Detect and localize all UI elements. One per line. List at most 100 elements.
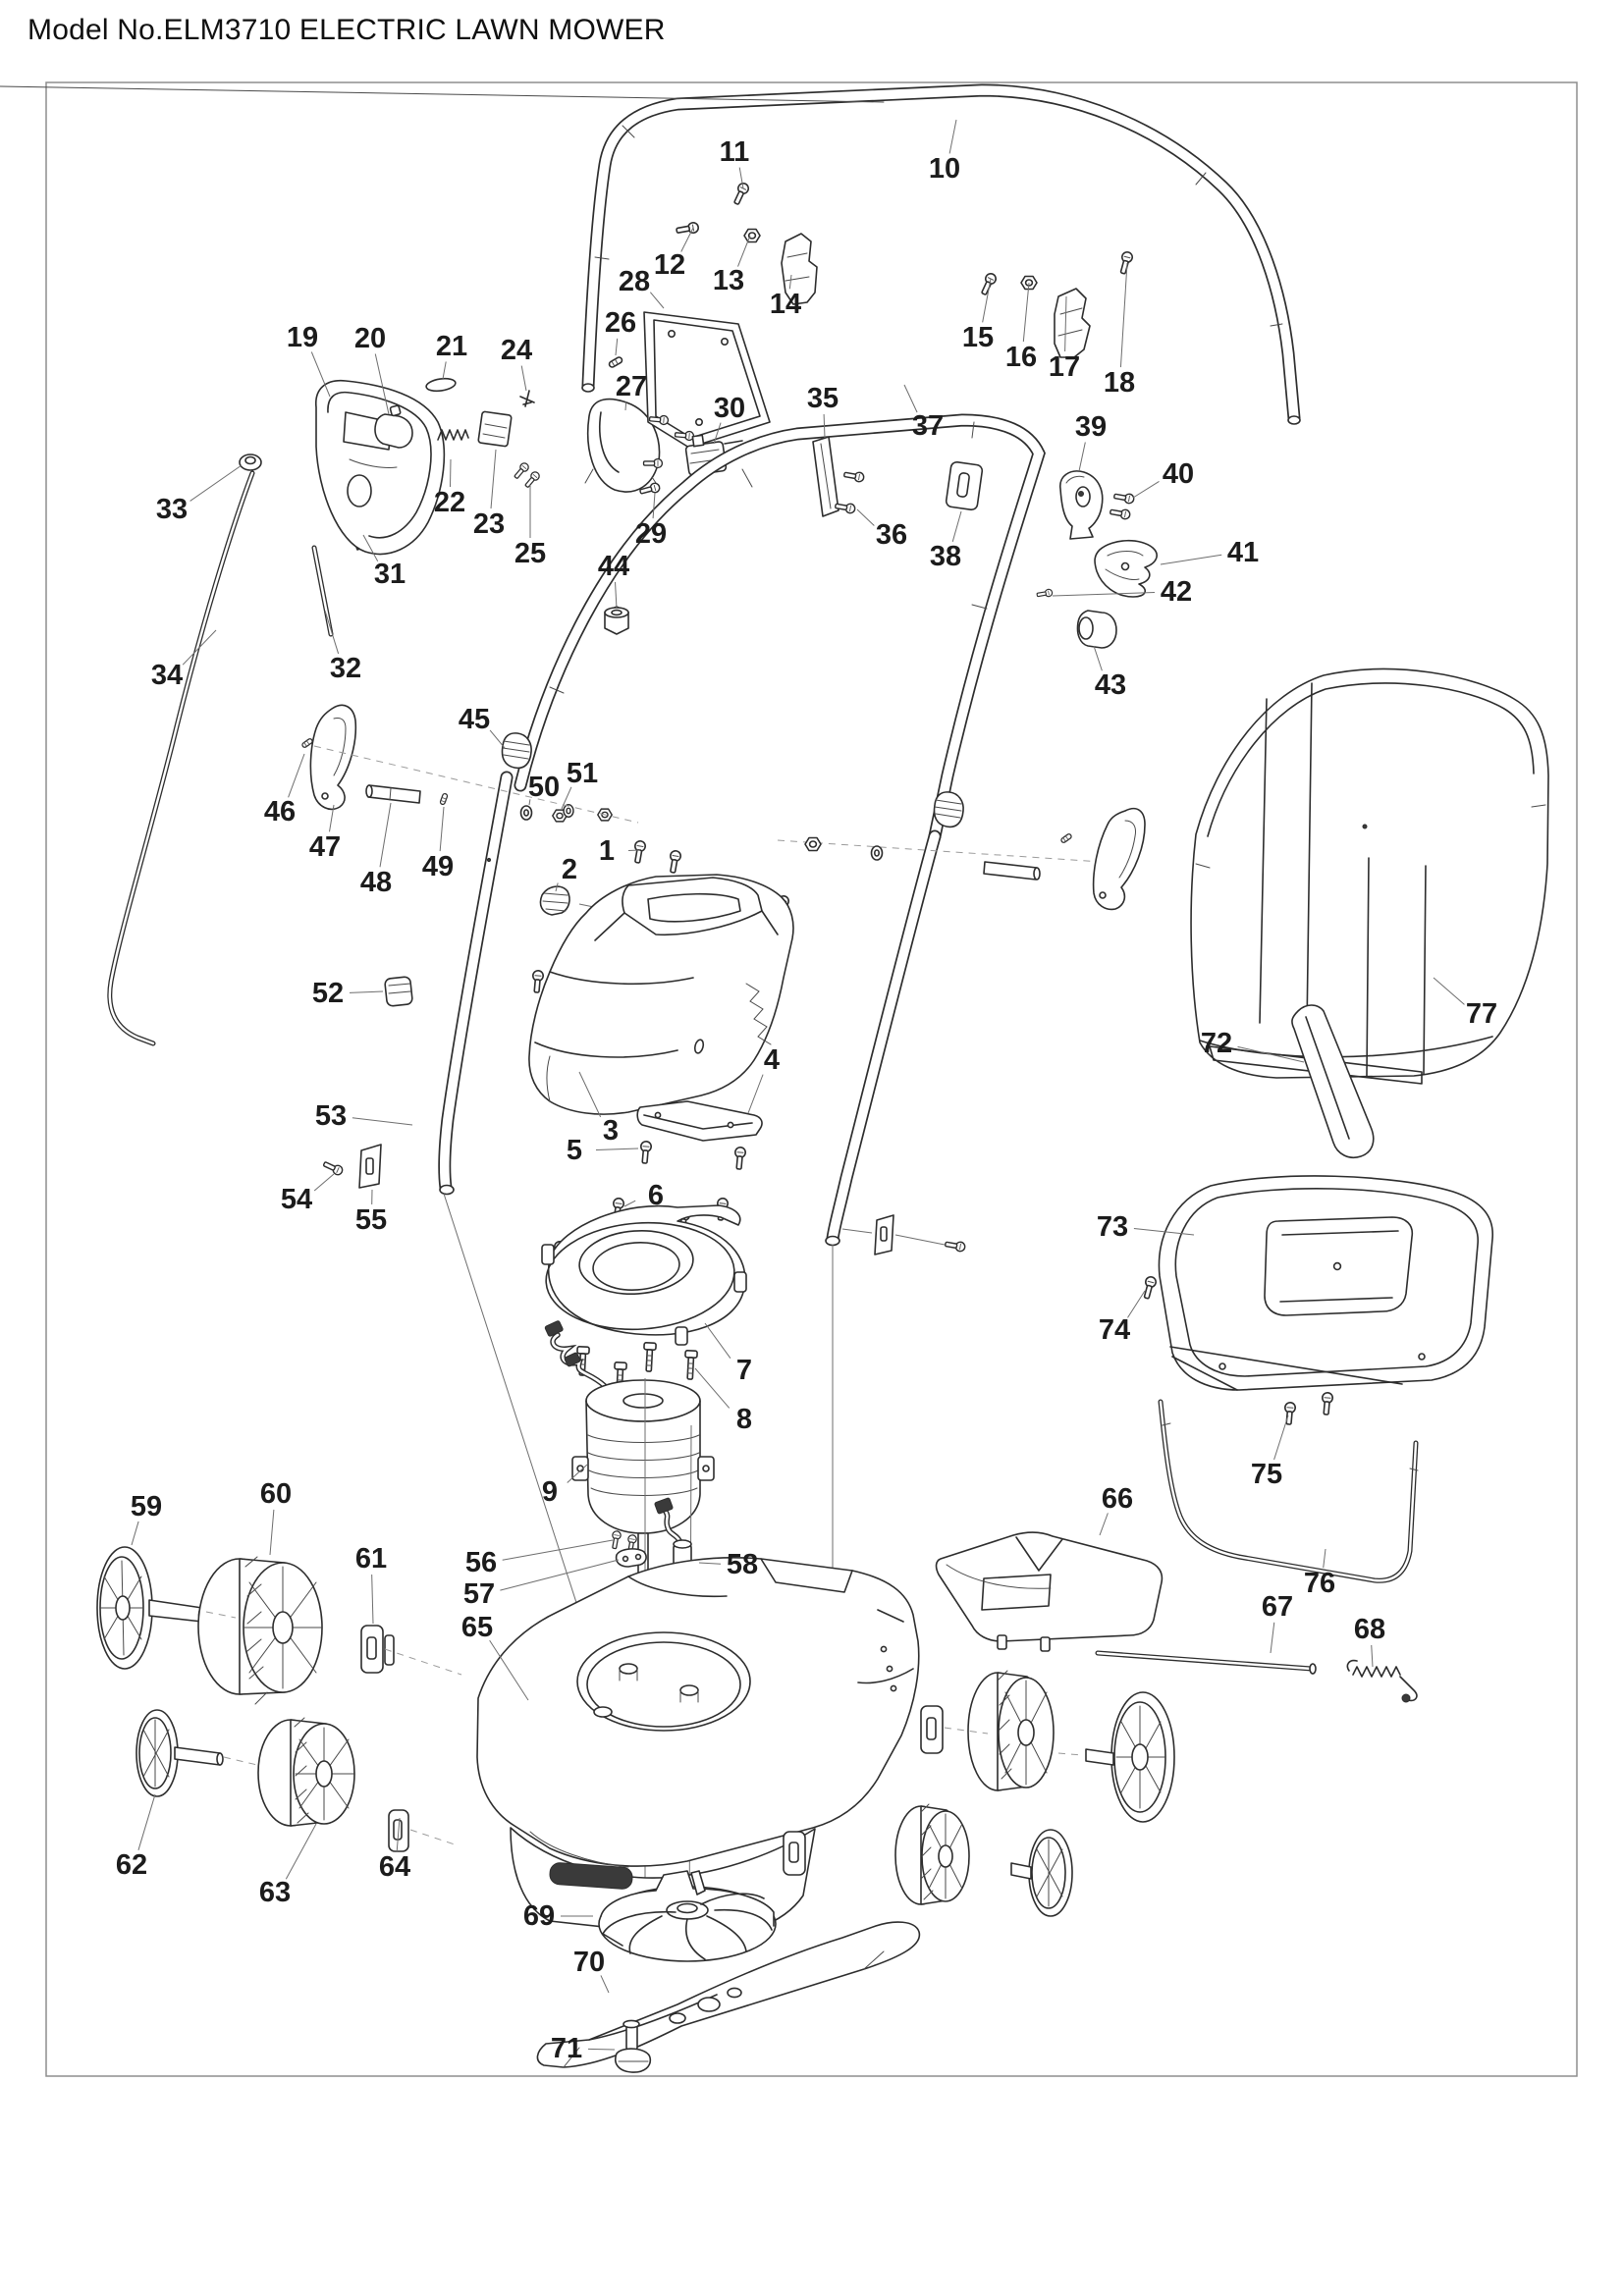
part-switch-small-parts bbox=[374, 377, 542, 490]
part-rod-67 bbox=[1095, 1650, 1317, 1675]
leader-line-38 bbox=[951, 510, 962, 543]
part-shell-39 bbox=[1059, 470, 1104, 540]
leader-line-3 bbox=[578, 1071, 602, 1118]
part-screw-75 bbox=[1282, 1401, 1297, 1426]
part-label-20: 20 bbox=[354, 323, 386, 354]
leader-lines bbox=[131, 119, 1465, 2051]
leader-line-49 bbox=[439, 806, 445, 852]
part-pin-26 bbox=[607, 355, 624, 369]
part-wheel-right-rear bbox=[967, 1670, 1055, 1791]
part-label-4: 4 bbox=[764, 1044, 780, 1076]
part-label-47: 47 bbox=[309, 831, 341, 863]
part-label-22: 22 bbox=[434, 487, 465, 518]
part-label-57: 57 bbox=[463, 1578, 495, 1610]
part-label-17: 17 bbox=[1049, 351, 1080, 383]
part-label-42: 42 bbox=[1161, 576, 1192, 608]
leader-line-37 bbox=[903, 384, 918, 413]
leader-line-71 bbox=[587, 2048, 616, 2051]
part-label-49: 49 bbox=[422, 851, 454, 882]
part-label-59: 59 bbox=[131, 1491, 162, 1522]
leader-line-56 bbox=[502, 1539, 614, 1561]
part-bracket-right-rear bbox=[920, 1705, 944, 1754]
part-label-45: 45 bbox=[459, 704, 490, 735]
part-motor-cover bbox=[528, 874, 794, 1115]
leader-line-48 bbox=[379, 802, 392, 868]
part-label-58: 58 bbox=[727, 1549, 758, 1580]
part-label-63: 63 bbox=[259, 1877, 291, 1908]
part-label-34: 34 bbox=[151, 660, 183, 691]
leader-line-10 bbox=[948, 119, 957, 154]
part-label-55: 55 bbox=[355, 1204, 387, 1236]
leader-line-23 bbox=[490, 449, 497, 509]
leader-line-8 bbox=[694, 1367, 731, 1409]
part-label-70: 70 bbox=[573, 1947, 605, 1978]
leader-line-34 bbox=[182, 629, 217, 666]
part-label-75: 75 bbox=[1251, 1459, 1282, 1490]
leader-line-40 bbox=[1132, 480, 1160, 499]
part-screw-5 bbox=[638, 1140, 653, 1165]
part-chute-72 bbox=[1291, 1004, 1375, 1158]
leader-line-1 bbox=[627, 849, 641, 852]
leader-line-7 bbox=[704, 1322, 731, 1360]
part-label-67: 67 bbox=[1262, 1591, 1293, 1623]
part-label-10: 10 bbox=[929, 153, 960, 185]
part-handle-clamp-right bbox=[978, 249, 1135, 358]
part-label-18: 18 bbox=[1104, 367, 1135, 399]
leader-line-63 bbox=[285, 1823, 317, 1880]
leader-line-19 bbox=[310, 351, 331, 398]
part-handle-clamp-left bbox=[675, 181, 818, 305]
part-bracket-right-front bbox=[783, 1831, 806, 1876]
part-label-50: 50 bbox=[528, 772, 560, 803]
leader-line-73 bbox=[1133, 1228, 1195, 1236]
leader-line-26 bbox=[615, 338, 619, 356]
leader-line-21 bbox=[442, 361, 447, 380]
part-label-13: 13 bbox=[713, 265, 744, 296]
leader-line-64 bbox=[396, 1817, 401, 1852]
leader-line-74 bbox=[1127, 1290, 1146, 1318]
part-pin-42 bbox=[1036, 588, 1054, 600]
part-clamp-57 bbox=[615, 1548, 647, 1568]
part-cam-lever-41 bbox=[1094, 539, 1158, 598]
part-wheel-right-front bbox=[894, 1803, 970, 1905]
leader-line-14 bbox=[788, 274, 792, 290]
part-label-40: 40 bbox=[1163, 458, 1194, 490]
part-label-43: 43 bbox=[1095, 669, 1126, 701]
part-label-66: 66 bbox=[1102, 1483, 1133, 1515]
part-label-21: 21 bbox=[436, 331, 467, 362]
part-screw-74 bbox=[1140, 1274, 1159, 1301]
part-label-11: 11 bbox=[720, 136, 750, 168]
leader-line-28 bbox=[649, 292, 665, 309]
leader-line-47 bbox=[329, 804, 335, 832]
leader-line-13 bbox=[737, 235, 751, 267]
part-clip-55 bbox=[358, 1144, 382, 1189]
leader-line-5 bbox=[595, 1148, 639, 1151]
leader-line-51 bbox=[561, 786, 572, 810]
part-label-65: 65 bbox=[461, 1612, 493, 1643]
part-label-73: 73 bbox=[1097, 1211, 1128, 1243]
part-hubcap-62 bbox=[135, 1709, 224, 1797]
part-label-7: 7 bbox=[736, 1355, 752, 1386]
part-label-46: 46 bbox=[264, 796, 296, 828]
part-label-77: 77 bbox=[1466, 998, 1497, 1030]
part-screw-54 bbox=[321, 1158, 345, 1177]
part-spoked-wheel-right bbox=[1085, 1691, 1175, 1823]
part-hubcap-59 bbox=[96, 1546, 207, 1670]
leader-line-77 bbox=[1433, 977, 1465, 1005]
part-lever-47 bbox=[309, 704, 357, 811]
leader-line-4 bbox=[747, 1074, 764, 1114]
leader-line-9 bbox=[567, 1464, 588, 1483]
part-label-15: 15 bbox=[962, 322, 994, 353]
part-label-44: 44 bbox=[598, 551, 629, 582]
leader-line-11 bbox=[738, 167, 744, 189]
part-lever-right bbox=[1092, 807, 1146, 911]
leader-line-43 bbox=[1093, 645, 1103, 671]
part-clamp-43 bbox=[1076, 610, 1117, 649]
part-washer-50 bbox=[519, 805, 533, 821]
part-clamp-38 bbox=[945, 460, 984, 511]
leader-line-24 bbox=[520, 365, 527, 392]
part-wheel-63 bbox=[257, 1717, 355, 1827]
leader-line-68 bbox=[1371, 1644, 1374, 1668]
leader-line-60 bbox=[269, 1509, 275, 1556]
